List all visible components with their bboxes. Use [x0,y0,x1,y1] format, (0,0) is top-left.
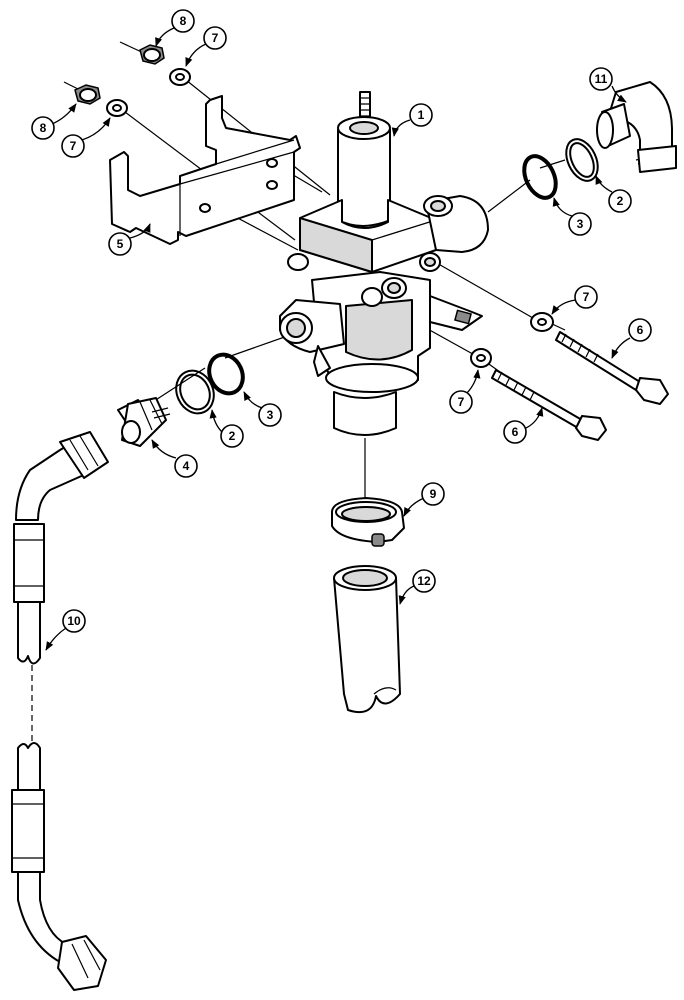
callout-6-upper: 6 [628,318,652,342]
callouts: 1 2 2 3 3 4 [31,9,652,651]
svg-text:8: 8 [180,14,187,28]
svg-text:4: 4 [183,459,190,473]
svg-text:9: 9 [430,487,437,501]
svg-text:11: 11 [595,72,608,86]
callout-2-left: 2 [220,424,244,448]
svg-text:6: 6 [637,323,644,337]
hose-section [333,565,401,714]
svg-text:7: 7 [212,31,219,45]
svg-text:12: 12 [417,574,431,588]
o-ring-right-thick [522,154,558,200]
svg-text:2: 2 [617,194,624,208]
adapter-fitting [117,397,171,447]
hose-clamp [331,497,405,547]
callout-7-mid: 7 [449,390,473,414]
elbow-fitting [596,81,677,173]
callout-7-right: 7 [574,285,598,309]
svg-text:7: 7 [583,290,590,304]
washer-upper [169,68,191,86]
callout-5: 5 [108,232,132,256]
bolt-upper [555,331,669,405]
mounting-bracket [109,95,301,245]
svg-text:2: 2 [229,429,236,443]
hydraulic-line [11,431,109,991]
callout-8-lower: 8 [31,116,55,140]
valve-body [279,91,489,436]
callout-3-right: 3 [568,212,592,236]
o-ring-right-thin [565,138,599,182]
washer-lower [106,99,128,117]
washer-right-upper [530,312,554,332]
svg-text:5: 5 [117,237,124,251]
callout-3-left: 3 [258,403,282,427]
callout-2-right: 2 [608,189,632,213]
washer-right-lower [470,348,492,368]
svg-text:1: 1 [418,108,425,122]
svg-text:10: 10 [67,614,81,628]
svg-text:7: 7 [70,139,77,153]
bolt-lower [491,369,607,441]
svg-text:3: 3 [267,408,274,422]
callout-4: 4 [174,454,198,478]
callout-10: 10 [62,609,86,633]
callout-1: 1 [409,103,433,127]
callout-9: 9 [421,482,445,506]
callout-8-upper: 8 [171,9,195,33]
o-ring-left-thin [175,369,215,415]
callout-7-upper: 7 [203,26,227,50]
callout-11: 11 [589,67,613,91]
callout-6-lower: 6 [503,420,527,444]
nut-upper [139,44,165,65]
callout-7-lower: 7 [61,134,85,158]
svg-text:3: 3 [577,217,584,231]
o-ring-left-thick [207,352,245,396]
svg-text:8: 8 [40,121,47,135]
svg-text:6: 6 [512,425,519,439]
svg-text:7: 7 [458,395,465,409]
nut-lower [74,84,101,105]
callout-12: 12 [412,569,436,593]
